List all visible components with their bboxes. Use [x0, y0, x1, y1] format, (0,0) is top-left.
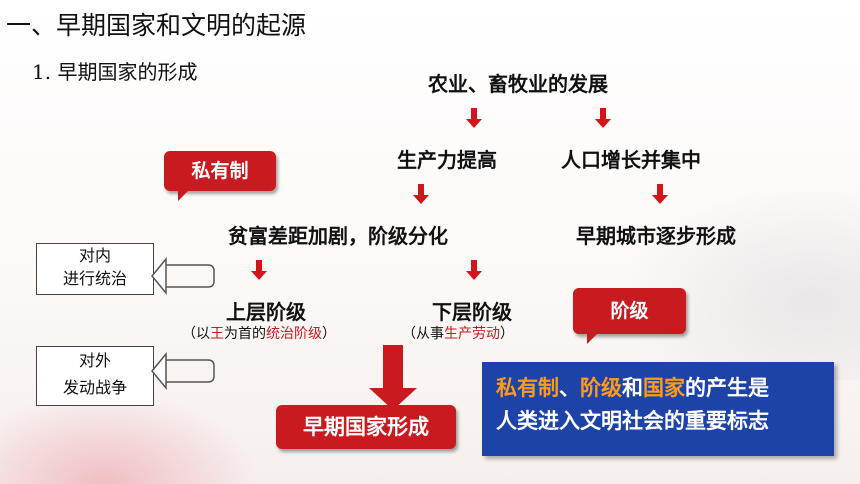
decor-mountain: [620, 180, 860, 380]
hook-arrow-internal: [164, 264, 215, 288]
box-external-line1: 对外: [78, 351, 111, 370]
node-wealth-gap: 贫富差距加剧，阶级分化: [228, 224, 448, 248]
hook-arrow-external-head: [151, 351, 167, 391]
badge-class: 阶级: [573, 288, 686, 344]
box-external-war: 对外 发动战争: [36, 346, 154, 406]
page-title: 一、早期国家和文明的起源: [6, 11, 307, 40]
box-internal-line1: 对内: [78, 246, 111, 265]
node-population: 人口增长并集中: [561, 148, 701, 172]
node-productivity: 生产力提高: [397, 148, 497, 172]
hook-arrow-external: [164, 359, 215, 383]
lower-class-note: （从事生产劳动）: [402, 326, 514, 342]
badge-private-ownership: 私有制: [164, 151, 276, 201]
node-lower-class: 下层阶级: [432, 300, 512, 324]
badge-early-state-formed: 早期国家形成: [276, 405, 456, 449]
section-subtitle: 1. 早期国家的形成: [32, 60, 198, 84]
box-internal-line2: 进行统治: [62, 269, 127, 288]
upper-class-note: （以王为首的统治阶级）: [182, 326, 336, 342]
conclusion-line1: 私有制、阶级和国家的产生是: [496, 376, 769, 400]
node-upper-class: 上层阶级: [226, 300, 306, 324]
node-early-city: 早期城市逐步形成: [576, 224, 736, 248]
hook-arrow-internal-head: [151, 256, 167, 296]
box-internal-rule: 对内 进行统治: [36, 243, 154, 295]
box-external-line2: 发动战争: [62, 378, 127, 397]
node-agriculture: 农业、畜牧业的发展: [428, 72, 608, 96]
conclusion-box: 私有制、阶级和国家的产生是 人类进入文明社会的重要标志: [482, 362, 834, 456]
hook-arrows: [151, 256, 215, 391]
conclusion-line2: 人类进入文明社会的重要标志: [496, 409, 769, 433]
